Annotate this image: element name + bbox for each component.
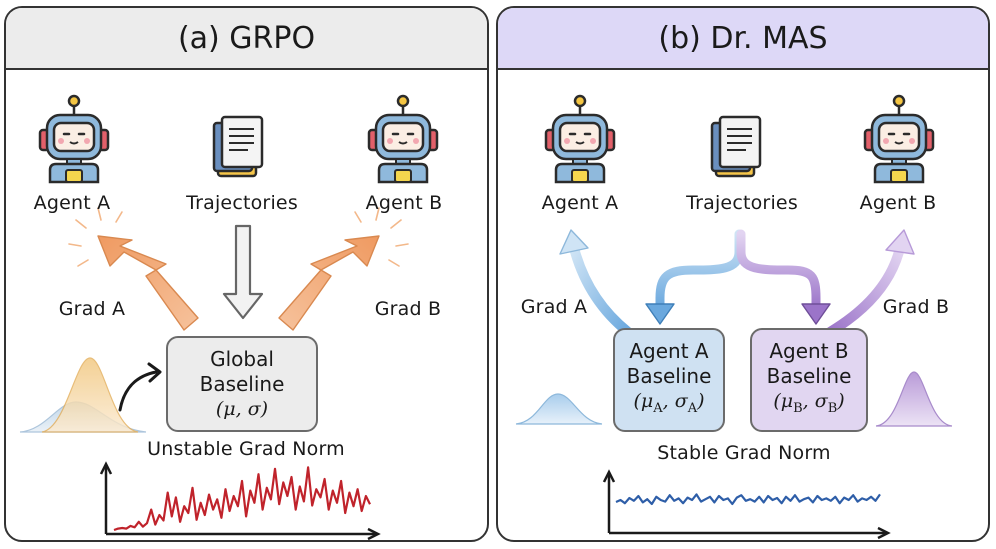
- agent-b-baseline-math: (μB, σB): [773, 390, 845, 416]
- agent-a-baseline-box: Agent A Baseline (μA, σA): [613, 328, 725, 432]
- distribution-curve-icon: [19, 357, 147, 433]
- global-baseline-line1: Global: [210, 346, 274, 371]
- grpo-diagram-graphics: [19, 94, 439, 540]
- distribution-curve-icon: [515, 393, 603, 425]
- robot-icon: [863, 94, 935, 184]
- dr-mas-diagram-graphics: [515, 94, 953, 540]
- unstable-grad-norm-label: Unstable Grad Norm: [147, 438, 345, 460]
- agent-a-baseline-line1: Agent A: [629, 339, 709, 364]
- document-stack-icon: [710, 115, 762, 178]
- unstable-grad-norm-chart: [99, 461, 381, 540]
- panel-dr-mas: (b) Dr. MAS Agent A Trajectories Agent B…: [496, 6, 990, 542]
- grad-arrow-b: [825, 243, 905, 337]
- grad-arrow-a: [569, 243, 633, 337]
- panel-title-grpo: (a) GRPO: [6, 8, 487, 70]
- agent-b-label: Agent B: [859, 192, 937, 214]
- global-baseline-box: Global Baseline (μ, σ): [166, 336, 318, 432]
- curved-arrow-icon: [118, 370, 158, 412]
- agent-a-baseline-line2: Baseline: [626, 364, 712, 389]
- split-arrow-to-agent-a-baseline: [655, 229, 744, 313]
- agent-b-baseline-box: Agent B Baseline (μB, σB): [750, 328, 868, 432]
- grad-a-label: Grad A: [58, 298, 126, 320]
- stable-grad-norm-line: [615, 493, 881, 506]
- unstable-grad-norm-line: [113, 466, 371, 532]
- agent-a-label: Agent A: [541, 192, 619, 214]
- grad-b-label: Grad B: [882, 296, 950, 318]
- stable-grad-norm-label: Stable Grad Norm: [657, 442, 831, 464]
- agent-b-baseline-line2: Baseline: [766, 364, 852, 389]
- panel-title-dr-mas: (b) Dr. MAS: [498, 8, 988, 70]
- agent-b-label: Agent B: [365, 192, 443, 214]
- agent-a-baseline-math: (μA, σA): [633, 390, 705, 416]
- global-baseline-math: (μ, σ): [215, 397, 269, 420]
- agent-a-label: Agent A: [33, 192, 111, 214]
- agent-b-baseline-line1: Agent B: [769, 339, 849, 364]
- grad-b-label: Grad B: [374, 298, 442, 320]
- trajectories-label: Trajectories: [186, 192, 298, 214]
- stable-grad-norm-chart: [602, 469, 891, 540]
- robot-icon: [544, 94, 616, 184]
- down-arrow-icon: [222, 224, 264, 320]
- robot-icon: [38, 94, 110, 184]
- split-arrow-to-agent-b-baseline: [736, 229, 821, 313]
- document-stack-icon: [212, 115, 264, 178]
- grad-a-label: Grad A: [520, 296, 588, 318]
- lightning-arrow-icon: [68, 207, 199, 331]
- distribution-curve-icon: [875, 371, 953, 427]
- global-baseline-line2: Baseline: [199, 371, 285, 396]
- robot-icon: [367, 94, 439, 184]
- panel-grpo: (a) GRPO: [4, 6, 489, 542]
- lightning-arrow-icon: [278, 207, 409, 331]
- trajectories-label: Trajectories: [686, 192, 798, 214]
